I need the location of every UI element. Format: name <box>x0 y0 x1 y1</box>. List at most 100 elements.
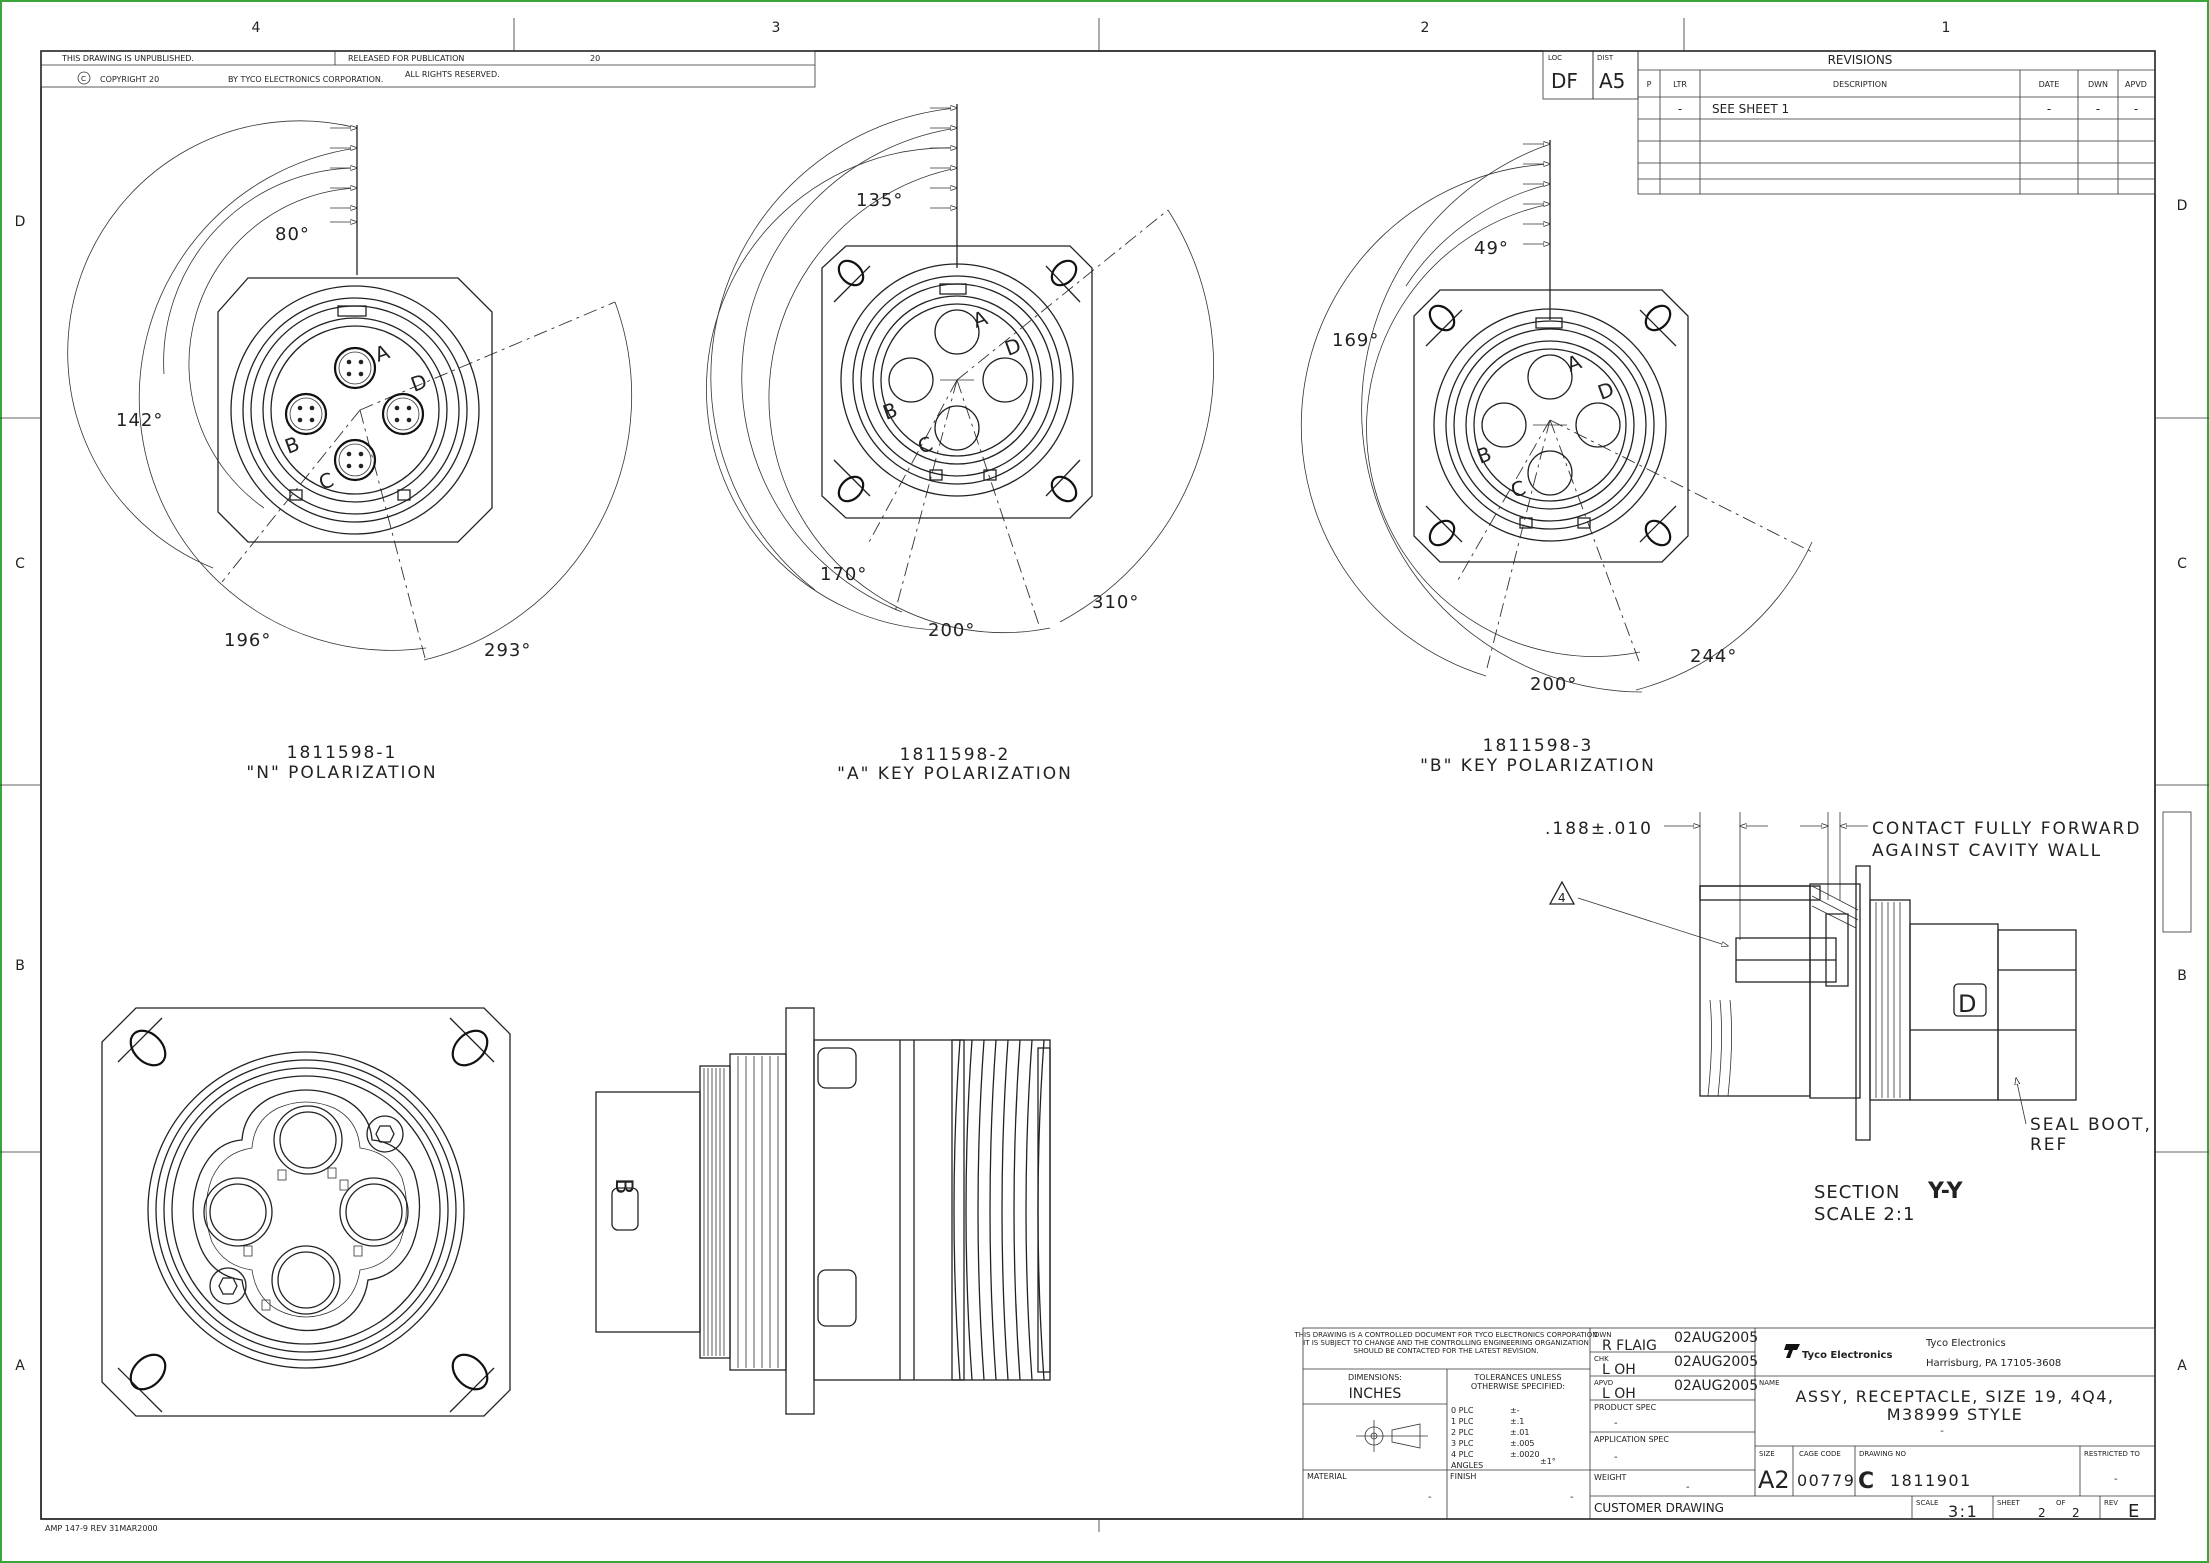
column-label-1: 1 <box>1942 20 1951 36</box>
cavity-b <box>888 357 934 403</box>
row-label-b-left: B <box>15 958 25 974</box>
rev-header-apvd: APVD <box>2125 80 2147 89</box>
flag-note-triangle <box>1548 880 1576 905</box>
column-label-4: 4 <box>252 20 261 36</box>
rev-label: REV <box>2104 1499 2118 1507</box>
rev-cell-ltr: - <box>1678 102 1682 116</box>
angle-label-200: 200° <box>1530 674 1577 695</box>
dwn-name: R FLAIG <box>1602 1338 1657 1354</box>
cavity-d <box>982 357 1028 403</box>
tol-plc-1: 1 PLC <box>1451 1417 1474 1426</box>
revisions-title: REVISIONS <box>1828 53 1893 67</box>
of-label: OF <box>2056 1499 2066 1507</box>
weight-value: - <box>1686 1482 1690 1493</box>
size-label: SIZE <box>1759 1450 1775 1458</box>
coupling-thread <box>953 1039 1045 1381</box>
tol-plc-0: 0 PLC <box>1451 1406 1474 1415</box>
view-1811598-1: A B C D 80° 142° 196° 293° 1811598-1 "N"… <box>67 120 633 783</box>
seal-boot-line2: REF <box>2030 1135 2068 1155</box>
name-label: NAME <box>1759 1379 1780 1387</box>
cavity-letter-b: B <box>1474 441 1495 468</box>
tyco-logo: Tyco Electronics <box>1784 1344 1892 1361</box>
rear-thread <box>703 1068 725 1356</box>
side-elevation-view: B <box>595 1007 1051 1415</box>
loc-value: DF <box>1551 69 1578 93</box>
tol-plc-angles: ANGLES <box>1451 1461 1483 1470</box>
tol-value-0: ±- <box>1510 1406 1520 1415</box>
cavity-c <box>1527 450 1573 496</box>
contact-letter-d: D <box>408 369 431 397</box>
rev-cell-dwn: - <box>2096 102 2100 116</box>
cavity-letter-d: D <box>1595 377 1618 405</box>
chk-name: L OH <box>1602 1362 1636 1378</box>
finish-label: FINISH <box>1450 1472 1476 1481</box>
restricted-value: - <box>2114 1474 2118 1485</box>
customer-drawing: CUSTOMER DRAWING <box>1594 1501 1724 1515</box>
svg-text:C: C <box>81 75 86 83</box>
rev-header-description: DESCRIPTION <box>1833 80 1887 89</box>
scale-label: SCALE <box>1916 1499 1938 1507</box>
logo-text: Tyco Electronics <box>1802 1350 1892 1361</box>
cavity-letter-d: D <box>1002 333 1025 361</box>
of-value: 2 <box>2072 1506 2080 1520</box>
size-value: A2 <box>1758 1466 1790 1494</box>
apvd-name: L OH <box>1602 1386 1636 1402</box>
angle-label-169: 169° <box>1332 330 1379 351</box>
angle-label-80: 80° <box>275 224 310 245</box>
cavity-a <box>934 309 980 355</box>
row-label-d-right: D <box>2177 198 2188 214</box>
released-year: 20 <box>590 54 600 63</box>
restricted-label: RESTRICTED TO <box>2084 1450 2140 1458</box>
view-polarization: "N" POLARIZATION <box>246 763 437 783</box>
drawing-no-label: DRAWING NO <box>1859 1450 1906 1458</box>
released-notice: RELEASED FOR PUBLICATION <box>348 54 464 63</box>
rear-hex-screw-bottom <box>209 1267 247 1305</box>
control-note-3: SHOULD BE CONTACTED FOR THE LATEST REVIS… <box>1354 1347 1539 1355</box>
dimensions-value: INCHES <box>1349 1386 1402 1402</box>
rear-hex-screw-top <box>366 1115 404 1153</box>
section-key-letter: D <box>1958 990 1976 1018</box>
section-label: SECTION <box>1814 1182 1900 1203</box>
control-note-1: THIS DRAWING IS A CONTROLLED DOCUMENT FO… <box>1294 1331 1598 1339</box>
cavity-letter-a: A <box>970 305 991 332</box>
apvd-date: 02AUG2005 <box>1674 1378 1758 1394</box>
copyright-by: BY TYCO ELECTRONICS CORPORATION. <box>228 75 383 84</box>
tol-plc-2: 2 PLC <box>1451 1428 1474 1437</box>
contact-note-line2: AGAINST CAVITY WALL <box>1872 841 2102 861</box>
column-label-2: 2 <box>1421 20 1430 36</box>
angle-label-244: 244° <box>1690 646 1737 667</box>
flag-note-number: 4 <box>1558 891 1566 905</box>
row-label-a-right: A <box>2177 1358 2187 1374</box>
rev-header-date: DATE <box>2039 80 2060 89</box>
view-1811598-2: A B C D 135° 170° 200° 310° 1811598-2 "A… <box>705 104 1214 784</box>
rev-header-dwn: DWN <box>2088 80 2108 89</box>
section-dimension: .188±.010 <box>1545 819 1653 839</box>
section-id: Y-Y <box>1927 1179 1964 1204</box>
tol-plc-3: 3 PLC <box>1451 1439 1474 1448</box>
tol-value-4: ±.0020 <box>1510 1450 1540 1459</box>
view-1811598-3: A B C D 49° 169° 200° 244° 1811598-3 "B"… <box>1300 140 1813 776</box>
product-spec-value: - <box>1614 1418 1618 1429</box>
dist-label: DIST <box>1597 54 1614 62</box>
contact-letter-b: B <box>282 431 303 458</box>
tol-value-1: ±.1 <box>1510 1417 1524 1426</box>
cage-code-label: CAGE CODE <box>1799 1450 1841 1458</box>
rev-cell-description: SEE SHEET 1 <box>1712 102 1789 116</box>
rev-value: E <box>2128 1501 2140 1522</box>
revisions-table: REVISIONS P LTR DESCRIPTION DATE DWN APV… <box>1637 50 2156 195</box>
scale-value: 3:1 <box>1948 1502 1978 1521</box>
chk-date: 02AUG2005 <box>1674 1354 1758 1370</box>
cavity-letter-a: A <box>1564 349 1585 376</box>
view-polarization: "A" KEY POLARIZATION <box>837 764 1073 784</box>
column-label-3: 3 <box>772 20 781 36</box>
loc-dist-block: LOC DF DIST A5 <box>1542 50 1639 100</box>
zone-labels: 4 3 2 1 D C B A D C B A <box>15 20 2188 1374</box>
seal-boot-line1: SEAL BOOT, <box>2030 1115 2152 1135</box>
unpublished-notice: THIS DRAWING IS UNPUBLISHED. <box>61 54 194 63</box>
row-label-b-right: B <box>2177 968 2187 984</box>
company-name: Tyco Electronics <box>1925 1338 2006 1349</box>
section-y-y: .188±.010 CONTACT FULLY FORWARD AGAINST … <box>1545 812 2152 1225</box>
cage-code-value: 00779 <box>1797 1471 1855 1490</box>
